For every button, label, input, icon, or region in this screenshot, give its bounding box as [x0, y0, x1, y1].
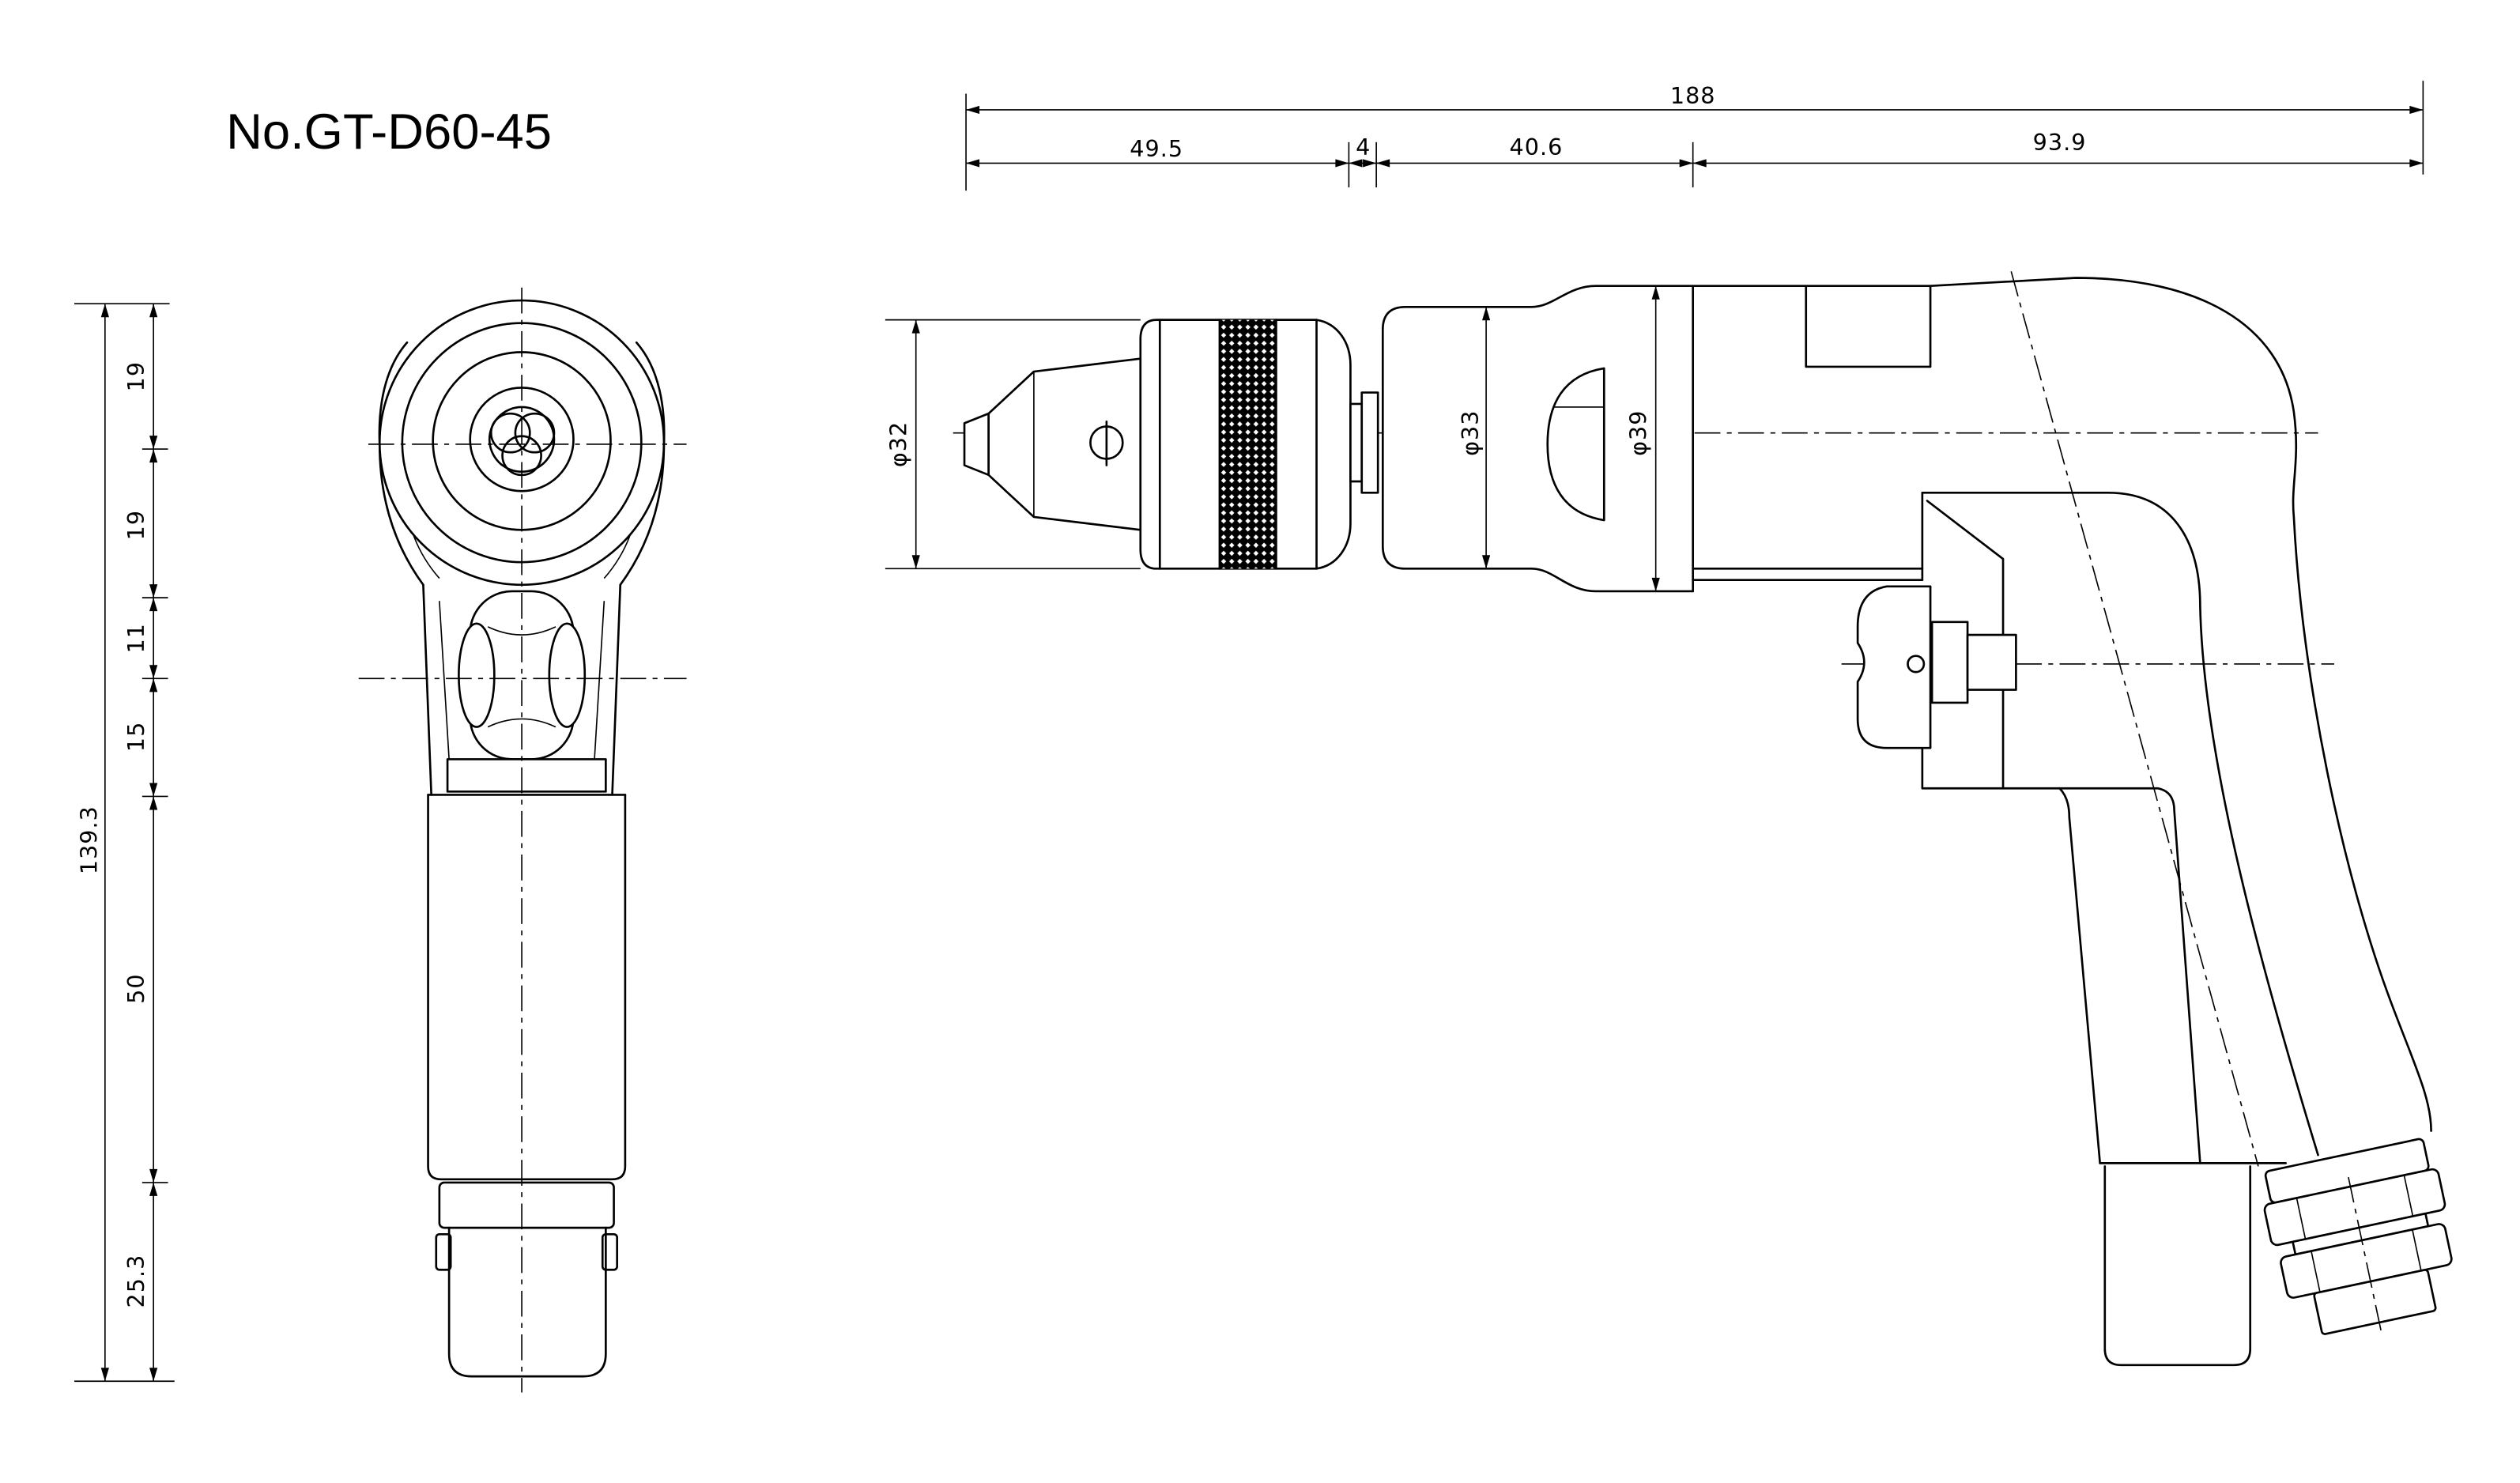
throttle-pivot	[1907, 655, 1926, 674]
grip-back-outline	[1929, 277, 2432, 1132]
spindle-collar-2	[1360, 391, 1379, 494]
trigger-frame-bottom	[1921, 745, 2061, 790]
housing-diameter: φ39	[1624, 410, 1651, 456]
dim-seg1: 19	[123, 361, 149, 391]
grip-front-strap-outer	[2058, 787, 2101, 1164]
front-throttle-lobe-left	[458, 622, 496, 728]
motor-housing	[1381, 285, 1695, 593]
side-dimensions: 139.3 19 19 11 15 50 25.3	[74, 303, 175, 1383]
front-inlet-nub-left	[435, 1232, 452, 1271]
front-throttle-waist-bottom	[487, 718, 556, 728]
front-base-plate	[446, 758, 607, 793]
trigger-frame-bevel	[1926, 500, 2005, 790]
exhaust-pedestal	[2103, 1165, 2252, 1367]
model-number-title: No.GT-D60-45	[226, 104, 552, 160]
drill-chuck	[963, 319, 1379, 570]
top-dimensions: 188 49.5 4 40.6 93.9	[965, 81, 2424, 191]
front-inlet-collar	[438, 1181, 615, 1229]
fitting-hex-nut-2-flats	[2311, 1229, 2422, 1292]
throttle-valve-cap	[1930, 621, 1969, 704]
front-inlet-body	[447, 1226, 607, 1378]
dim-handle-length: 93.9	[2033, 129, 2087, 156]
front-throttle-waist-top	[487, 626, 556, 636]
body-top-label-plate	[1805, 285, 1932, 368]
chuck-knurl-band	[1219, 319, 1277, 569]
dim-seg2: 19	[123, 510, 149, 540]
reverse-window	[1546, 367, 1605, 522]
front-neck-inner-right	[594, 601, 605, 760]
front-view	[358, 287, 687, 1393]
dim-total-height: 139.3	[76, 806, 103, 874]
side-view: φ32 φ33 φ39	[885, 271, 2453, 1367]
dim-overall-length: 188	[1670, 82, 1716, 109]
fitting-hex-nut-1-flats	[2296, 1175, 2414, 1240]
front-jaw-2	[514, 412, 556, 454]
dim-chuck-length: 49.5	[1130, 135, 1183, 162]
spindle-collar-1	[1349, 402, 1364, 483]
dim-seg3: 11	[123, 623, 149, 653]
front-throttle-lobe-right	[548, 622, 587, 728]
grip-front-strap-inner	[2058, 787, 2201, 1164]
chuck-diameter: φ32	[885, 421, 911, 467]
front-neck-right	[611, 583, 622, 796]
air-inlet-fitting	[2263, 1138, 2453, 1335]
throttle-valve-stem	[1966, 633, 2017, 691]
nose-diameter: φ33	[1457, 410, 1484, 456]
dim-seg6: 25.3	[123, 1255, 149, 1308]
front-neck-inner-left	[439, 601, 450, 760]
throttle-lever	[1856, 585, 1932, 749]
front-neck-left	[422, 583, 432, 796]
pistol-grip-body	[1692, 277, 2432, 1367]
side-grip-axis-line	[2010, 271, 2259, 1167]
front-handle-body	[427, 794, 627, 1181]
dim-body-length: 40.6	[1510, 134, 1564, 160]
dim-seg4: 15	[123, 722, 149, 752]
fitting-axis-line	[2348, 1176, 2382, 1333]
dim-gap-length: 4	[1356, 134, 1371, 160]
grip-front-outline	[1921, 491, 2319, 1157]
chuck-tip	[963, 412, 990, 477]
dim-seg5: 50	[123, 973, 149, 1003]
front-jaw-1	[489, 412, 531, 454]
